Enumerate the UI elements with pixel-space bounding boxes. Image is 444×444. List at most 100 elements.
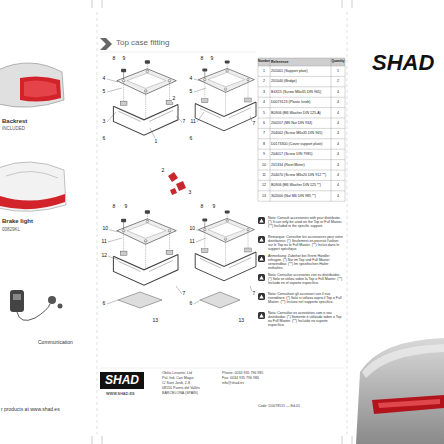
callout-number: 4 <box>189 76 193 82</box>
table-rule <box>331 58 332 201</box>
callout-number: 9 <box>212 204 216 210</box>
callout-number: 7 <box>182 291 186 297</box>
table-rule <box>258 138 345 139</box>
table-rule <box>258 180 345 181</box>
part-label: 00829KL <box>2 227 20 232</box>
callout-number: 2 <box>172 96 176 102</box>
note-icon <box>258 312 265 319</box>
table-cell: 201001 (Support plate) <box>271 69 308 73</box>
note-icon <box>259 257 263 261</box>
contact-text: info@shad.es <box>222 381 244 385</box>
callout-number: 7 <box>252 121 256 127</box>
table-cell: 1 <box>337 69 339 73</box>
table-cell: 4 <box>337 121 339 125</box>
callout-number: 3 <box>102 119 106 125</box>
table-cell: 4 <box>337 152 339 156</box>
callout-number: 9 <box>122 56 126 62</box>
table-cell: 6 <box>263 121 265 125</box>
table-cell: 201040 (Bridge) <box>271 79 297 83</box>
table-cell: 4 <box>337 131 339 135</box>
address-text: BARCELONA (SPAIN) <box>162 391 198 395</box>
table-rule <box>258 190 345 191</box>
callout-number: 3 <box>188 190 192 196</box>
brand-logo: SHAD <box>372 52 434 74</box>
note-icon <box>259 276 263 280</box>
table-cell: 4 <box>337 142 339 146</box>
contact-text: Phone: 0034 935 796 985 <box>222 371 263 375</box>
callout-number: 5 <box>102 89 106 95</box>
table-rule <box>258 66 345 67</box>
table-rule <box>258 107 345 108</box>
note-text: Remarque: Consulter les accessoires pour… <box>268 235 344 251</box>
part-label: Backrest <box>2 118 27 125</box>
table-cell: 3 <box>263 90 265 94</box>
table-cell: 7 <box>263 131 265 135</box>
callout-number: 10 <box>102 226 109 232</box>
logo-box: SHAD <box>100 372 144 389</box>
note-icon <box>258 255 265 262</box>
table-cell: Number <box>258 60 270 64</box>
logo-text: SHAD <box>105 374 139 387</box>
table-cell: 13 <box>262 194 266 198</box>
table-cell: 9 <box>263 152 265 156</box>
note-icon <box>259 238 263 242</box>
table-rule <box>258 118 345 119</box>
table-cell: 4 <box>337 173 339 177</box>
callout-number: 7 <box>252 291 256 297</box>
callout-number: 7 <box>182 119 186 125</box>
table-rule <box>258 149 345 150</box>
address-text: Pol. Ind. Can Mogui <box>162 376 194 380</box>
table-cell: 8 <box>263 142 265 146</box>
note-text: Nota: Consultar os acessórios com o seu … <box>268 311 344 327</box>
table-cell: 10 <box>262 163 266 167</box>
callout-number: 9 <box>210 56 214 62</box>
callout-number: 8 <box>200 56 204 62</box>
note-icon <box>258 236 265 243</box>
note-icon <box>259 295 263 299</box>
note-icon <box>258 293 265 300</box>
table-cell: B0906 (M6 Washer DIN 125 **) <box>271 183 321 187</box>
note-icon <box>259 314 263 318</box>
table-cell: 4 <box>337 163 339 167</box>
callout-number: 8 <box>200 204 204 210</box>
document-code: Code: D0078511 — Ed.01 <box>258 404 300 408</box>
table-rule <box>258 97 345 98</box>
callout-number: 5 <box>189 89 193 95</box>
table-cell: 204070 (Screw M6x20 DIN 912 **) <box>271 173 326 177</box>
contact-text: Fax: 0034 935 796 986 <box>222 376 259 380</box>
table-cell: 4 <box>337 183 339 187</box>
table-cell: 11 <box>262 173 266 177</box>
table-rule <box>258 58 345 59</box>
note-icon <box>258 274 265 281</box>
callout-number: 13 <box>238 318 245 324</box>
note-text: Anmerkung: Zubehör bei Ihrem Händler erf… <box>268 254 344 270</box>
table-cell: B4X15 (Screw M6x35 DIN 965) <box>271 90 321 94</box>
table-cell: 2 <box>263 79 265 83</box>
note-icon <box>259 219 263 223</box>
part-label: INCLUDED <box>2 126 25 131</box>
callout-number: 4 <box>102 76 106 82</box>
note-text: Nota: Consultare gli accessori con il su… <box>268 292 344 304</box>
table-cell: 4 <box>337 90 339 94</box>
table-cell: 200207 (M6 Nut DIN 934) <box>271 121 312 125</box>
table-cell: 1 <box>263 69 265 73</box>
table-rule <box>258 201 345 202</box>
address-text: 08150 Parets del Vallès <box>162 386 200 390</box>
part-label: Communication <box>38 340 73 346</box>
callout-number: 11 <box>101 239 107 245</box>
table-cell: 4 <box>337 111 339 115</box>
table-cell: 4 <box>337 100 339 104</box>
table-rule <box>258 58 259 201</box>
table-cell: B0906 (M6 Washer DIN 125-A) <box>271 111 321 115</box>
table-cell: 5 <box>263 111 265 115</box>
callout-number: 10 <box>189 226 196 232</box>
note-text: Note: Consult accessories with your dist… <box>268 216 344 228</box>
table-rule <box>258 86 345 87</box>
table-cell: 302000 (Nut M6 DIN 985 **) <box>271 194 316 198</box>
callout-number: 8 <box>112 56 116 62</box>
table-rule <box>258 76 345 77</box>
table-cell: 4 <box>337 194 339 198</box>
callout-number: 1 <box>154 139 158 145</box>
table-cell: Quantity <box>331 60 344 64</box>
table-cell: D0173300 (Cover support plate) <box>271 142 322 146</box>
